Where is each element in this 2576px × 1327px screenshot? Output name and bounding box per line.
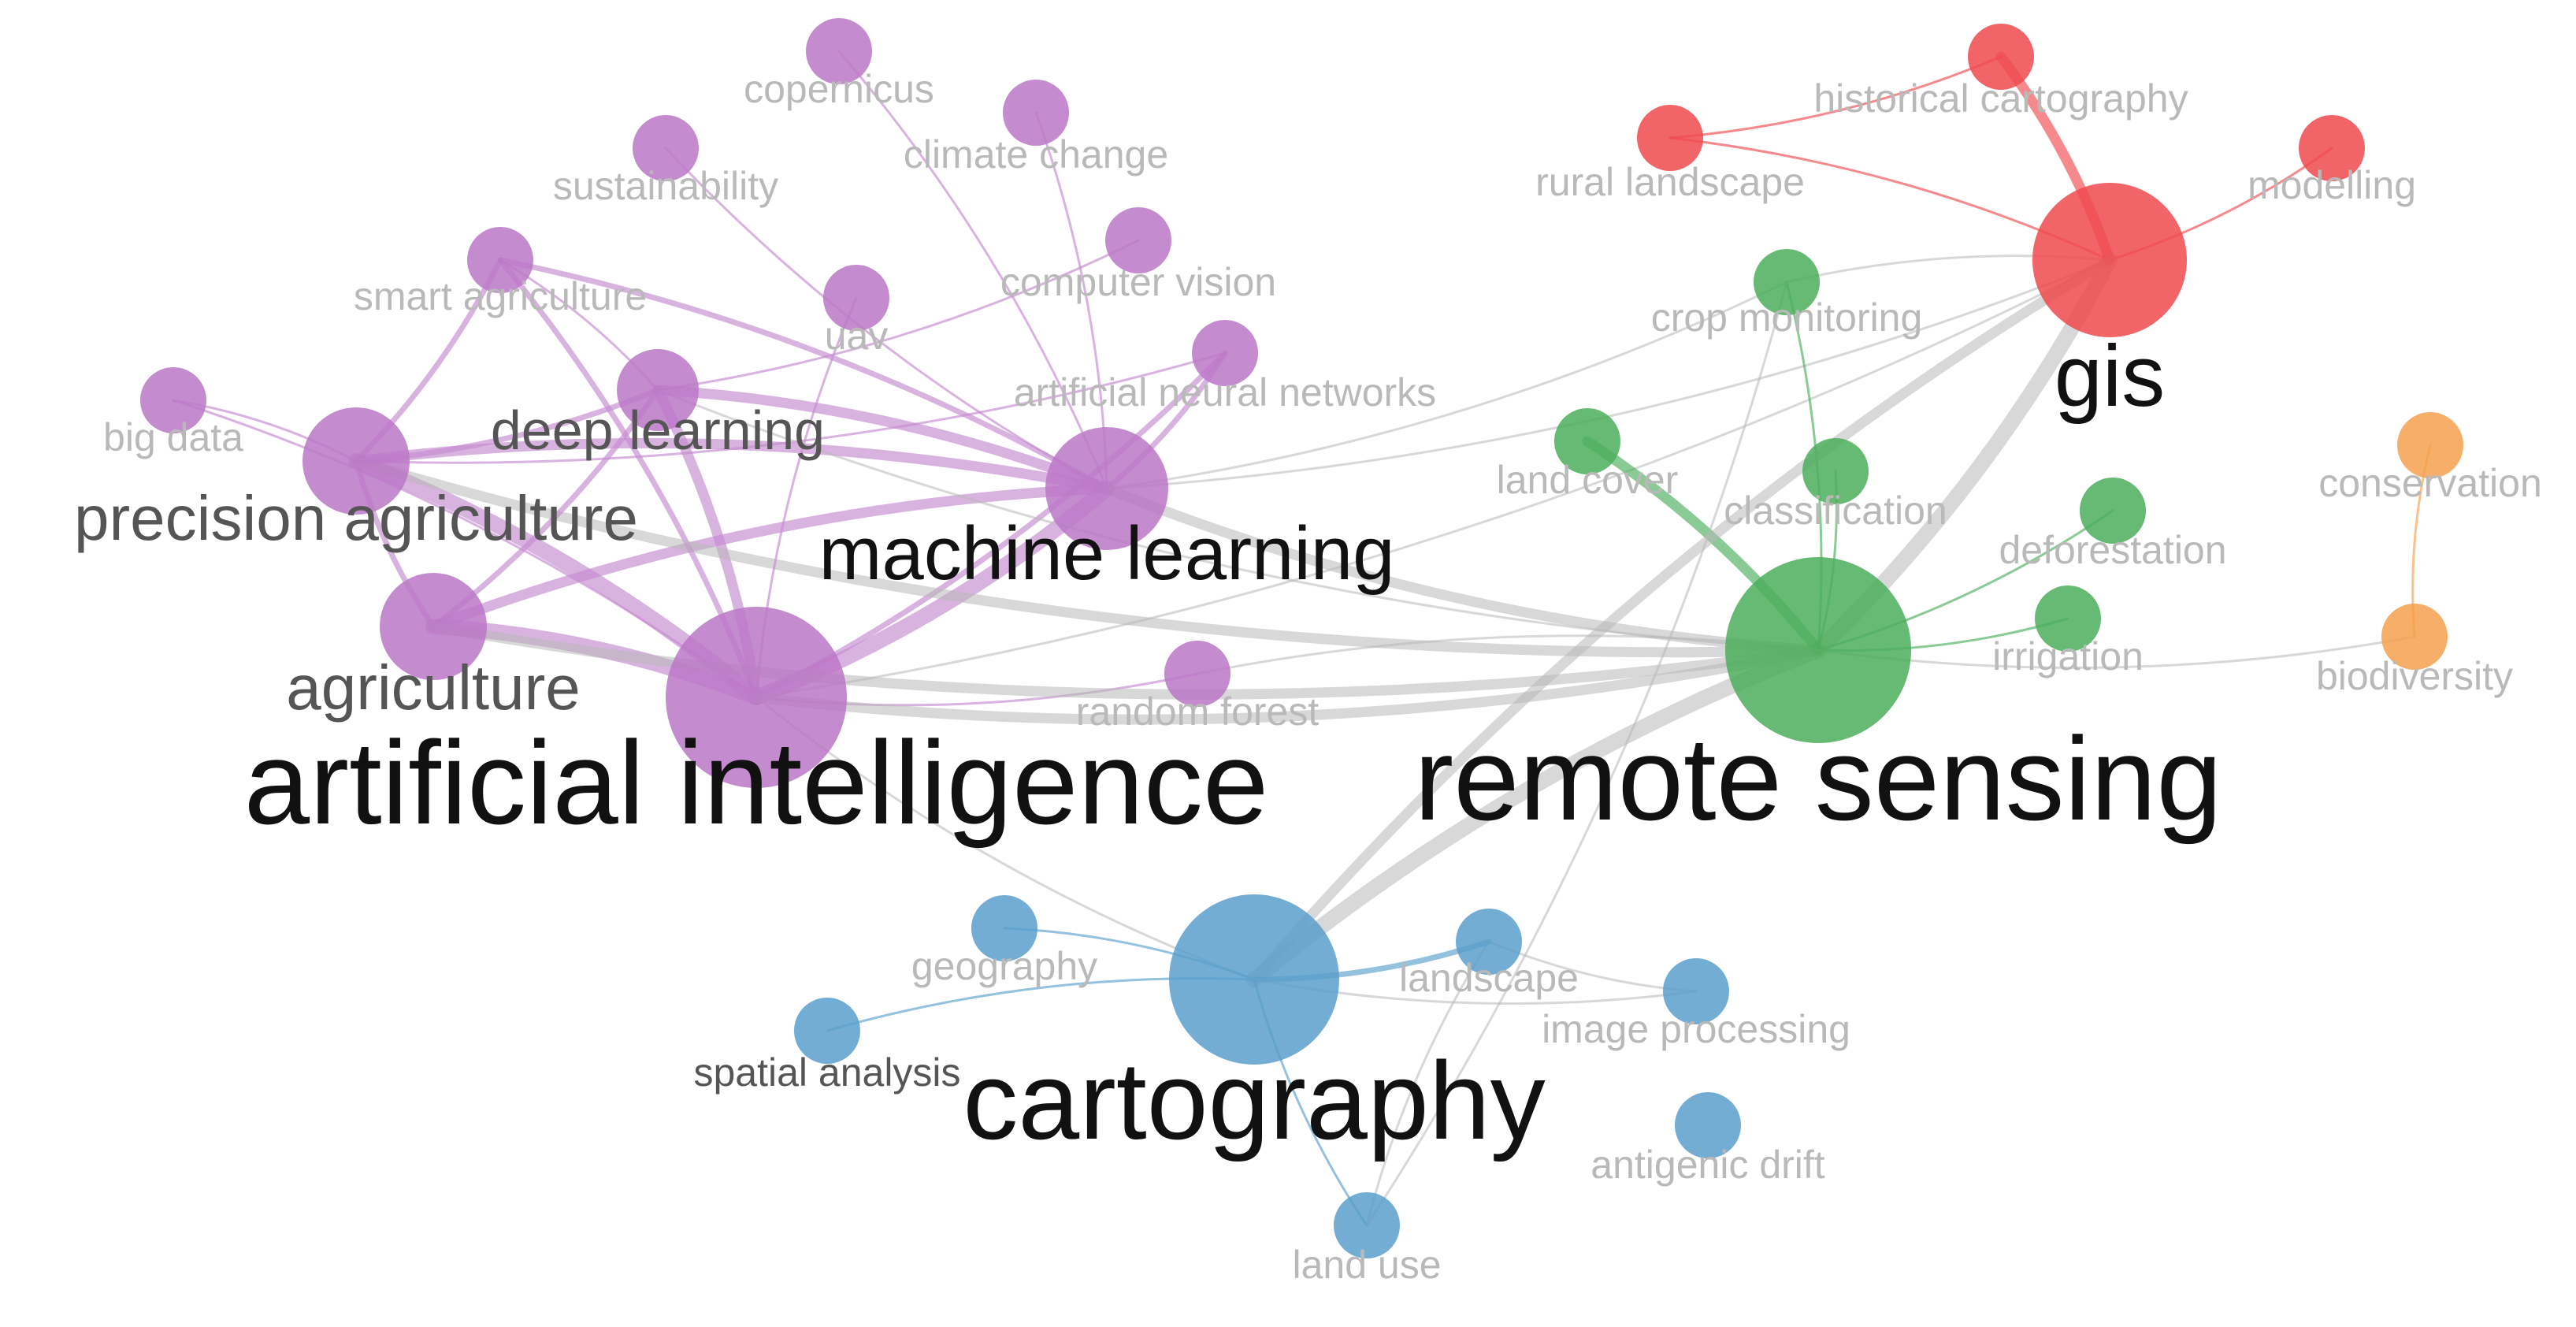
- label-climate-change: climate change: [904, 132, 1168, 177]
- node-antigenic-drift[interactable]: [1675, 1092, 1741, 1158]
- label-biodiversity: biodiversity: [2316, 654, 2513, 698]
- label-rural-landscape: rural landscape: [1535, 160, 1805, 204]
- label-artificial-intelligence: artificial intelligence: [244, 716, 1269, 849]
- node-big-data[interactable]: [140, 367, 206, 433]
- edge-machine-learning-gis: [1105, 258, 2111, 490]
- node-copernicus[interactable]: [806, 18, 872, 84]
- label-crop-monitoring: crop monitoring: [1651, 296, 1923, 340]
- edge-artificial-intelligence-gis: [755, 258, 2111, 699]
- edge-sustainability-machine-learning: [664, 147, 1108, 490]
- edge-deep-learning-computer-vision: [656, 239, 1140, 392]
- node-climate-change[interactable]: [1003, 80, 1069, 146]
- label-land-cover: land cover: [1497, 458, 1679, 502]
- node-precision-agriculture[interactable]: [303, 407, 410, 515]
- edge-machine-learning-crop-monitoring: [1105, 281, 1788, 490]
- edge-remote-sensing-cartography: [1246, 642, 1826, 987]
- label-irrigation: irrigation: [1992, 634, 2144, 678]
- label-landscape: landscape: [1399, 956, 1579, 1000]
- label-conservation: conservation: [2318, 461, 2542, 505]
- edge-machine-learning-precision-agriculture: [351, 437, 1112, 494]
- label-modelling: modelling: [2248, 163, 2416, 207]
- node-rural-landscape[interactable]: [1637, 105, 1703, 171]
- label-machine-learning: machine learning: [818, 511, 1394, 596]
- edge-artificial-intelligence-remote-sensing: [751, 645, 1824, 725]
- node-biodiversity[interactable]: [2381, 604, 2448, 670]
- node-artificial-intelligence[interactable]: [666, 607, 847, 788]
- edge-rural-landscape-historical-cartography: [1668, 55, 2003, 139]
- node-irrigation[interactable]: [2035, 585, 2101, 652]
- label-precision-agriculture: precision agriculture: [74, 483, 638, 553]
- node-remote-sensing[interactable]: [1725, 557, 1911, 743]
- node-uav[interactable]: [823, 265, 889, 331]
- edge-land-use-crop-monitoring: [1365, 281, 1788, 1227]
- edge-landscape-land-use: [1365, 940, 1490, 1227]
- node-sustainability[interactable]: [633, 115, 699, 181]
- label-layer: artificial intelligence machine learning p…: [74, 67, 2542, 1287]
- edge-artificial-intelligence-big-data: [172, 399, 758, 699]
- label-copernicus: copernicus: [744, 67, 934, 111]
- label-agriculture: agriculture: [286, 652, 581, 723]
- label-sustainability: sustainability: [553, 164, 778, 208]
- node-land-use[interactable]: [1334, 1192, 1400, 1258]
- node-spatial-analysis[interactable]: [794, 998, 860, 1064]
- node-computer-vision[interactable]: [1105, 207, 1171, 273]
- node-machine-learning[interactable]: [1045, 427, 1168, 550]
- edge-machine-learning-smart-agriculture: [497, 257, 1110, 492]
- node-agriculture[interactable]: [380, 573, 487, 680]
- label-remote-sensing: remote sensing: [1414, 712, 2222, 845]
- node-conservation[interactable]: [2397, 412, 2463, 478]
- edge-machine-learning-agriculture: [428, 483, 1112, 632]
- edge-gis-cartography: [1249, 255, 2115, 985]
- label-big-data: big data: [103, 415, 243, 459]
- label-cartography: cartography: [963, 1039, 1545, 1162]
- label-geography: geography: [911, 944, 1097, 988]
- node-classification[interactable]: [1802, 438, 1869, 504]
- label-land-use: land use: [1292, 1243, 1441, 1287]
- node-crop-monitoring[interactable]: [1754, 249, 1820, 315]
- label-uav: uav: [825, 314, 889, 358]
- node-artificial-neural-networks[interactable]: [1192, 320, 1258, 386]
- label-gis: gis: [2054, 328, 2166, 425]
- label-image-processing: image processing: [1542, 1007, 1850, 1051]
- edge-machine-learning-deep-learning: [652, 385, 1112, 494]
- label-artificial-neural-networks: artificial neural networks: [1014, 370, 1436, 414]
- label-spatial-analysis: spatial analysis: [693, 1050, 960, 1095]
- label-deforestation: deforestation: [1999, 528, 2226, 572]
- label-computer-vision: computer vision: [1000, 260, 1276, 304]
- label-classification: classification: [1724, 489, 1947, 533]
- node-deforestation[interactable]: [2080, 478, 2146, 544]
- edge-deep-learning-remote-sensing: [656, 388, 1820, 652]
- node-land-cover[interactable]: [1554, 408, 1620, 474]
- node-gis[interactable]: [2032, 183, 2187, 337]
- node-image-processing[interactable]: [1663, 958, 1729, 1024]
- node-cartography[interactable]: [1169, 894, 1339, 1065]
- node-landscape[interactable]: [1456, 909, 1522, 975]
- node-geography[interactable]: [971, 895, 1037, 961]
- label-smart-agriculture: smart agriculture: [354, 274, 647, 318]
- edge-precision-agriculture-remote-sensing: [351, 455, 1824, 658]
- label-random-forest: random forest: [1076, 690, 1320, 734]
- node-smart-agriculture[interactable]: [467, 227, 533, 293]
- node-random-forest[interactable]: [1164, 641, 1230, 707]
- edge-machine-learning-copernicus: [837, 50, 1108, 490]
- label-antigenic-drift: antigenic drift: [1591, 1143, 1824, 1187]
- node-modelling[interactable]: [2299, 115, 2365, 181]
- node-layer: [140, 18, 2463, 1258]
- label-historical-cartography: historical cartography: [1813, 76, 2188, 121]
- node-deep-learning[interactable]: [617, 349, 699, 431]
- node-historical-cartography[interactable]: [1968, 24, 2034, 90]
- label-deep-learning: deep learning: [491, 400, 825, 461]
- edge-agriculture-remote-sensing: [428, 621, 1824, 700]
